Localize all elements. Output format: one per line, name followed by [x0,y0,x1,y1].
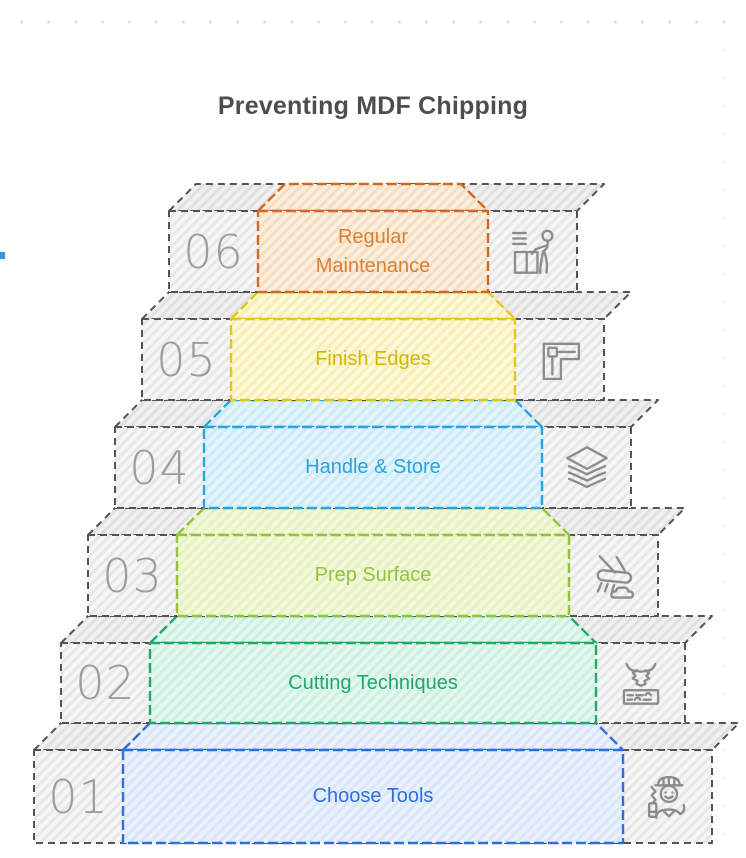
step-03-panel [175,533,571,618]
step-05-panel-top [229,290,517,321]
step-02-block [60,614,713,725]
step-04-block [114,398,659,510]
step-04-label: Handle & Store [305,456,441,478]
step-01-number: 01 [48,769,109,824]
step-02-panel-top [148,614,598,645]
step-01-panel-top [121,721,625,752]
step-06-block [168,182,605,294]
layers-icon [542,427,631,508]
step-06-panel [256,209,490,294]
corner-edge-icon [515,319,604,400]
saw-board-icon [596,643,685,723]
step-03-panel-top [175,506,571,537]
step-04-number: 04 [129,440,190,495]
step-05-block [141,290,632,402]
step-06-number: 06 [183,224,244,279]
step-01-panel [121,748,625,845]
step-05-panel [229,317,517,402]
desk-maintenance-icon [488,211,577,292]
step-05-number: 05 [156,332,217,387]
step-02-label: Cutting Techniques [288,671,458,694]
canvas-edge-artifact [0,252,5,259]
page-title: Preventing MDF Chipping [217,92,529,120]
step-02-panel [148,641,598,725]
step-04-panel [202,425,544,510]
step-03-block [87,506,686,618]
step-01-label: Choose Tools [312,785,434,807]
brush-sweep-icon [569,535,658,616]
step-03-label: Prep Surface [314,564,432,586]
step-02-number: 02 [75,656,136,710]
step-04-panel-top [202,398,544,429]
carpenter-icon [623,750,712,843]
step-06-panel-top [256,182,490,213]
step-03-number: 03 [102,548,163,603]
step-06-label: Regular Maintenance [315,225,431,277]
step-05-label: Finish Edges [315,348,431,370]
